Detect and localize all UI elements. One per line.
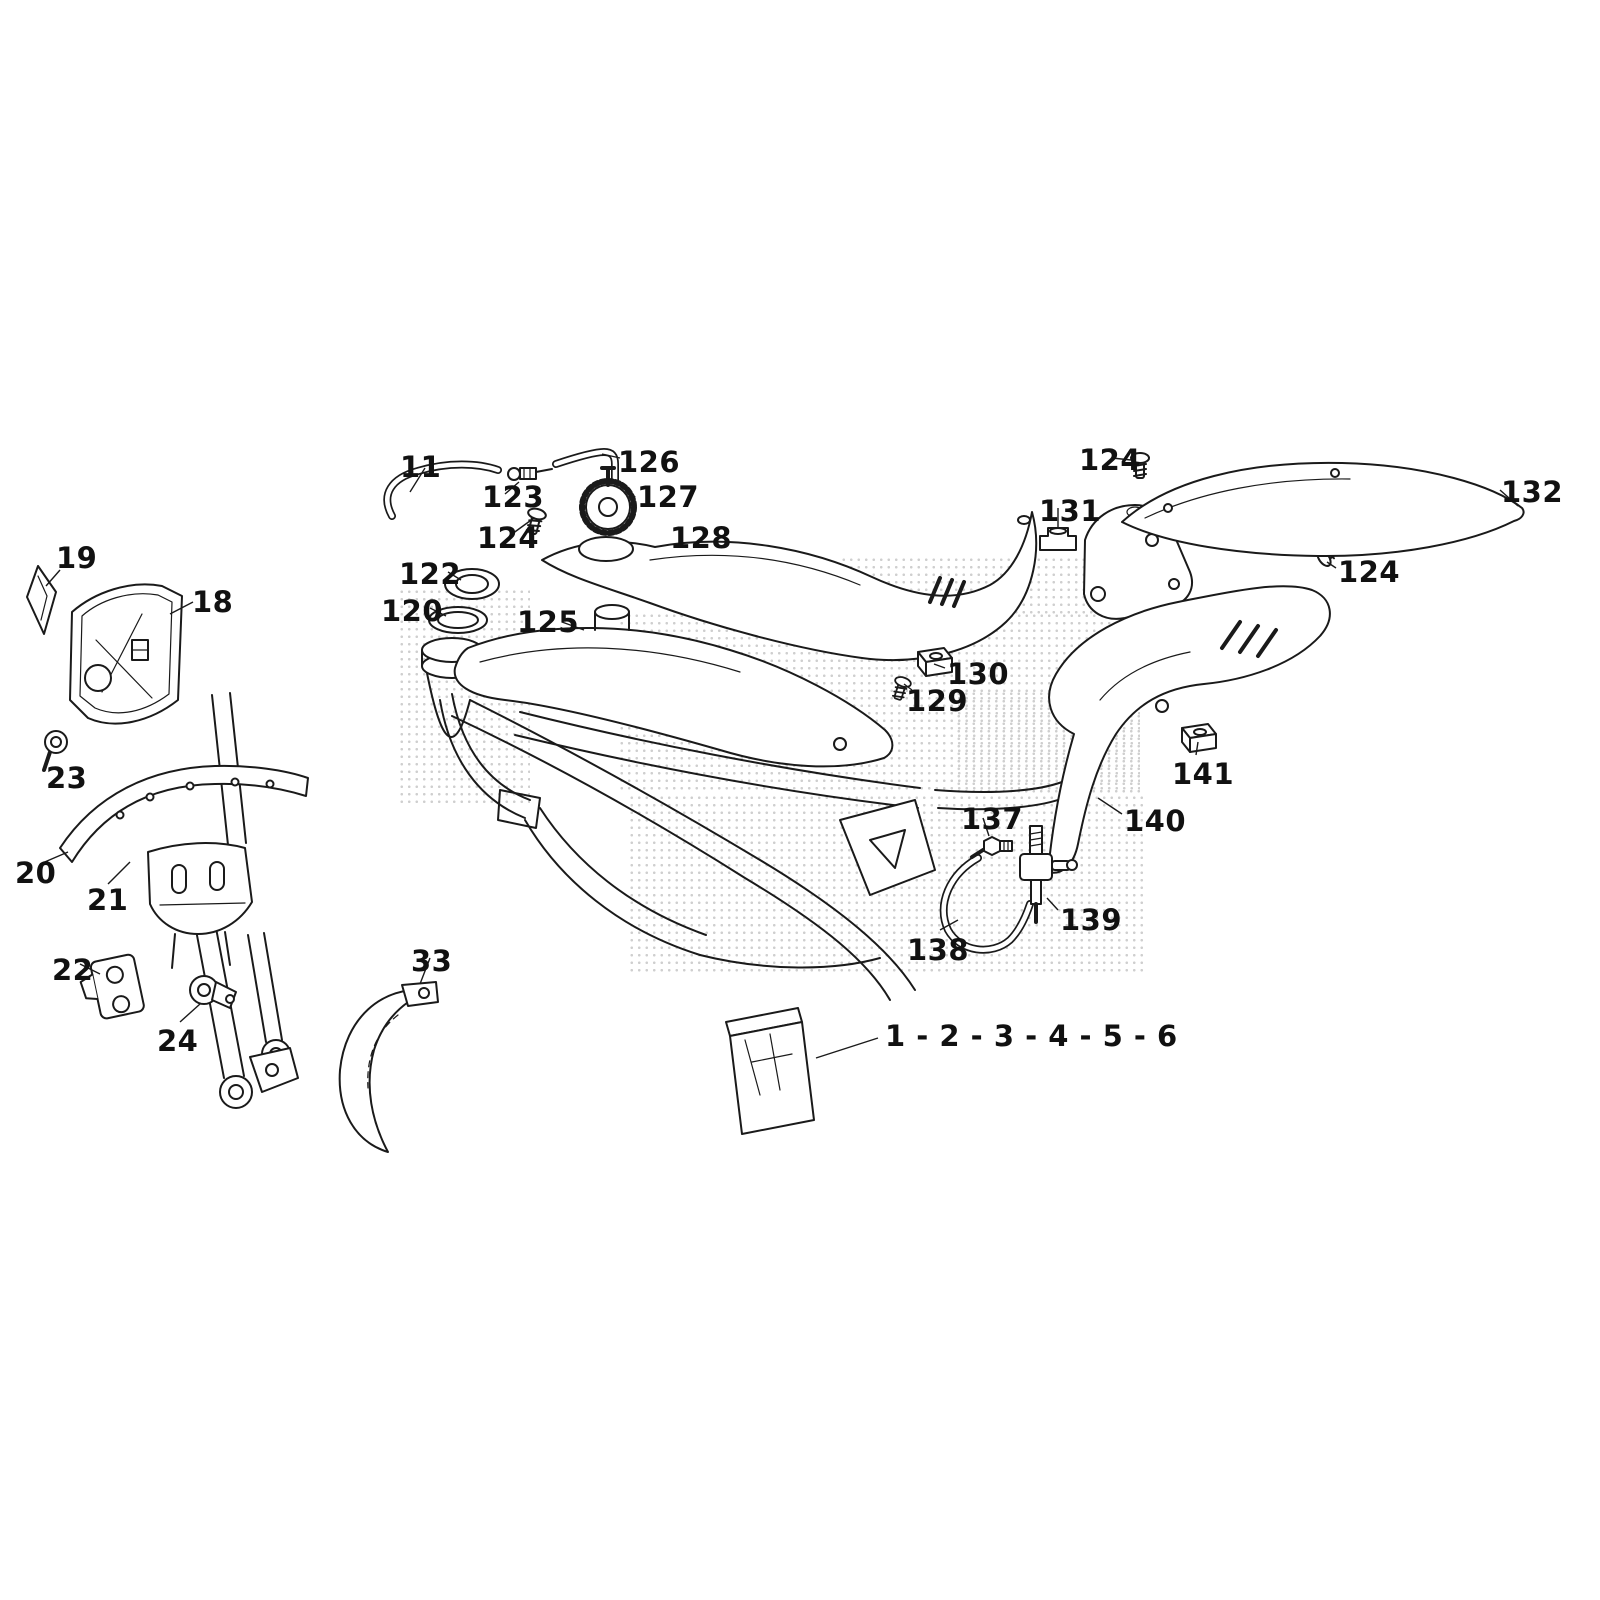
clip-nut-130: [917, 647, 953, 677]
bearing-122: [444, 568, 500, 600]
leader-lines: [39, 453, 1519, 1059]
part-label-123: 123: [482, 480, 545, 514]
front-fender-20: [59, 764, 309, 863]
clamp-block-22: [79, 953, 145, 1020]
pipe-clamp-24: [189, 975, 237, 1009]
shroud-panel-128: [541, 511, 1038, 661]
part-label-21: 21: [87, 883, 129, 917]
disc-guard-33: [338, 981, 439, 1153]
grommet-131: [1039, 527, 1077, 551]
screw-23: [42, 730, 68, 772]
hardware-kit-bag: [725, 1007, 815, 1135]
part-label-125: 125: [517, 605, 580, 639]
bearing-race-120: [428, 606, 488, 634]
fuel-hose-138: [939, 854, 1034, 954]
part-label-129: 129: [906, 684, 969, 718]
fuel-petcock-139: [1019, 825, 1078, 924]
part-label-131: 131: [1039, 494, 1102, 528]
part-label-hardware-kit: 1 - 2 - 3 - 4 - 5 - 6: [885, 1019, 1178, 1053]
clip-nut-141: [1181, 723, 1217, 753]
part-label-124-a: 124: [477, 521, 540, 555]
fender-bracket-21: [147, 842, 253, 969]
breather-hose-126: [552, 447, 619, 484]
part-label-23: 23: [46, 761, 88, 795]
part-label-18: 18: [192, 585, 234, 619]
part-label-124-c: 124: [1338, 555, 1401, 589]
part-label-20: 20: [15, 856, 57, 890]
rear-fender-132: [1121, 461, 1525, 558]
part-label-19: 19: [56, 541, 98, 575]
part-label-139: 139: [1060, 903, 1123, 937]
part-label-122: 122: [399, 557, 462, 591]
fuel-tank-125: [453, 604, 894, 768]
fuel-cap-127: [579, 466, 637, 536]
part-label-11: 11: [400, 450, 442, 484]
part-label-128: 128: [670, 521, 733, 555]
hose-fitting-137: [970, 836, 1013, 859]
part-label-132: 132: [1501, 475, 1564, 509]
frame-pivot-plate: [839, 799, 936, 896]
part-label-126: 126: [618, 445, 681, 479]
part-label-138: 138: [907, 933, 970, 967]
part-label-33: 33: [411, 944, 453, 978]
part-label-22: 22: [52, 953, 94, 987]
fork-axle-lugs: [219, 1039, 299, 1109]
part-label-137: 137: [961, 802, 1024, 836]
part-label-120: 120: [381, 594, 444, 628]
hose-fitting-123: [507, 467, 553, 481]
number-plate-18: [69, 583, 183, 725]
part-label-24: 24: [157, 1024, 199, 1058]
part-label-127: 127: [637, 480, 700, 514]
vent-hose-11: [383, 460, 502, 520]
side-panel-140: [1047, 585, 1331, 874]
decal-19: [26, 565, 57, 635]
part-label-124-b: 124: [1079, 443, 1142, 477]
part-label-141: 141: [1172, 757, 1235, 791]
part-label-130: 130: [947, 657, 1010, 691]
part-label-140: 140: [1124, 804, 1187, 838]
